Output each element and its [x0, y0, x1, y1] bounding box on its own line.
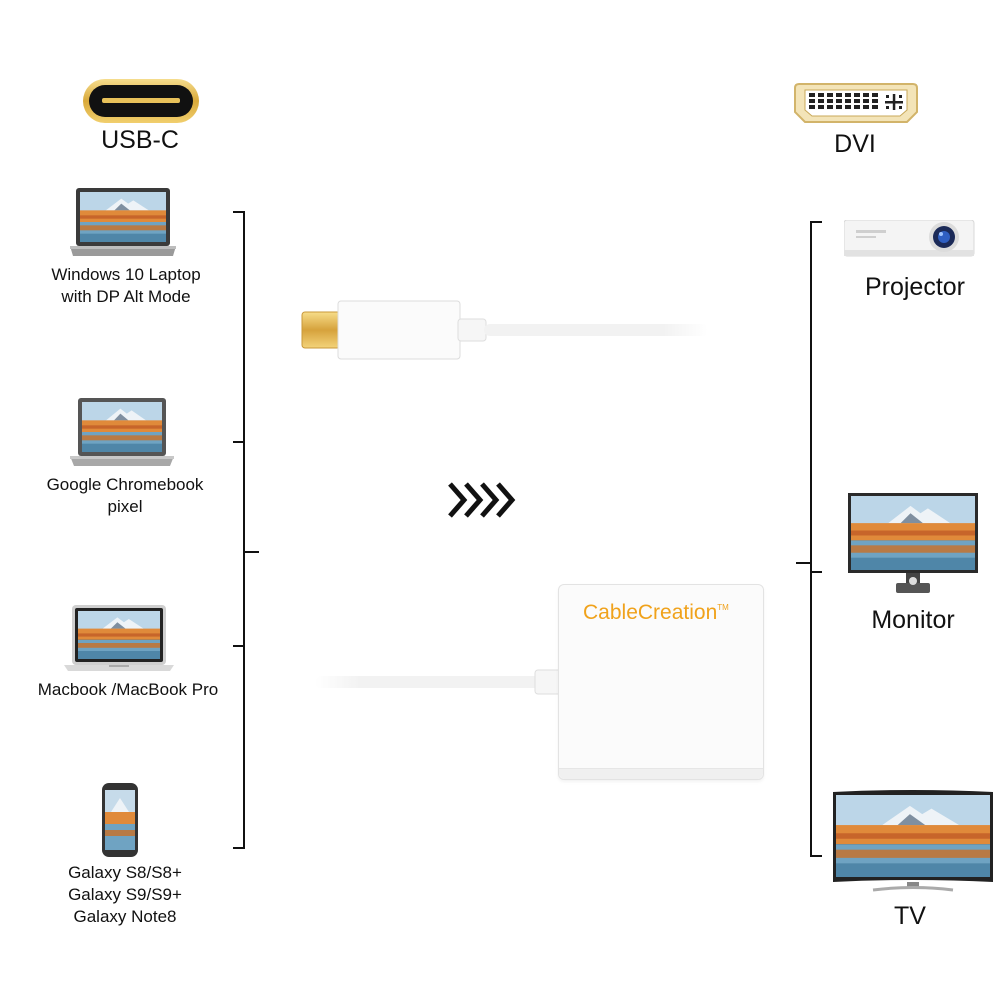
label-line: with DP Alt Mode — [61, 287, 191, 306]
monitor-label: Monitor — [871, 606, 955, 634]
dvi-adapter-box: CableCreationTM — [558, 584, 764, 780]
windows-laptop-label: Windows 10 Laptop with DP Alt Mode — [11, 264, 241, 308]
chromebook-label: Google Chromebook pixel — [10, 474, 240, 518]
macbook-label: Macbook /MacBook Pro — [13, 679, 243, 701]
dvi-pin — [809, 93, 815, 97]
dvi-pin — [863, 93, 869, 97]
projector-icon — [844, 220, 976, 260]
dvi-pin — [845, 99, 851, 103]
dvi-pin — [863, 105, 869, 109]
monitor-icon — [848, 493, 978, 597]
chromebook-icon — [70, 396, 174, 468]
adapter-cable — [315, 668, 563, 696]
dvi-pin — [845, 93, 851, 97]
projector-label: Projector — [864, 273, 966, 301]
dvi-pin — [854, 105, 860, 109]
label-line: Google Chromebook — [46, 475, 204, 494]
dvi-pin — [836, 105, 842, 109]
laptop-icon — [70, 186, 176, 258]
dvi-pin — [809, 99, 815, 103]
dvi-label: DVI — [834, 130, 876, 158]
usb-c-port-icon — [82, 78, 200, 124]
left-bracket — [230, 211, 260, 851]
label-line: Galaxy Note8 — [73, 907, 177, 926]
dvi-pin — [818, 93, 824, 97]
brand-name: CableCreation — [583, 601, 718, 624]
label-line: Macbook /MacBook Pro — [37, 680, 219, 699]
dvi-pin — [818, 105, 824, 109]
right-bracket — [796, 221, 830, 861]
dvi-pin — [827, 93, 833, 97]
chevron-arrows-icon — [446, 480, 522, 520]
dvi-pin — [872, 93, 878, 97]
tv-icon — [833, 790, 993, 894]
smartphone-icon — [101, 782, 139, 858]
usb-c-cable — [300, 295, 710, 365]
dvi-pin — [845, 105, 851, 109]
brand-logo: CableCreationTM — [583, 601, 729, 625]
trademark: TM — [717, 603, 729, 612]
dvi-pin — [872, 105, 878, 109]
dvi-pin — [863, 99, 869, 103]
usb-c-label: USB-C — [101, 126, 179, 154]
label-line: pixel — [107, 497, 143, 516]
dvi-port-icon — [793, 82, 919, 124]
label-line: Galaxy S9/S9+ — [68, 885, 182, 904]
dvi-pin — [809, 105, 815, 109]
adapter-base — [559, 768, 763, 779]
dvi-pin — [827, 105, 833, 109]
dvi-pin — [836, 99, 842, 103]
dvi-pin — [854, 99, 860, 103]
dvi-pin — [836, 93, 842, 97]
dvi-pin — [827, 99, 833, 103]
label-line: Galaxy S8/S8+ — [68, 863, 182, 882]
galaxy-label: Galaxy S8/S8+ Galaxy S9/S9+ Galaxy Note8 — [10, 862, 240, 928]
dvi-pin — [854, 93, 860, 97]
dvi-pin — [818, 99, 824, 103]
dvi-pin — [872, 99, 878, 103]
label-line: Windows 10 Laptop — [51, 265, 201, 284]
tv-label: TV — [894, 902, 926, 930]
macbook-icon — [64, 604, 174, 672]
